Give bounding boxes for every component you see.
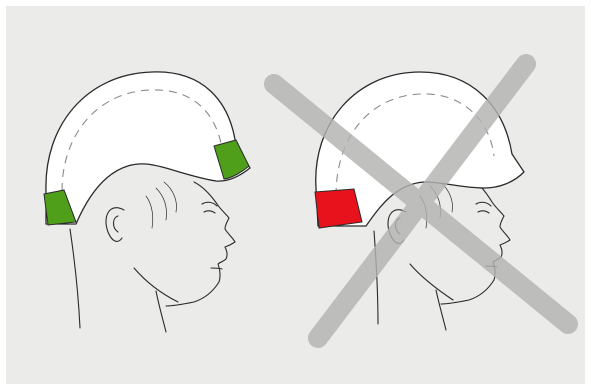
head-profile-left xyxy=(70,182,235,332)
rear-pad-incorrect xyxy=(315,189,362,228)
helmet-fit-diagram xyxy=(6,6,585,384)
diagram-panel xyxy=(6,6,585,384)
correct-fit-figure xyxy=(44,72,250,332)
